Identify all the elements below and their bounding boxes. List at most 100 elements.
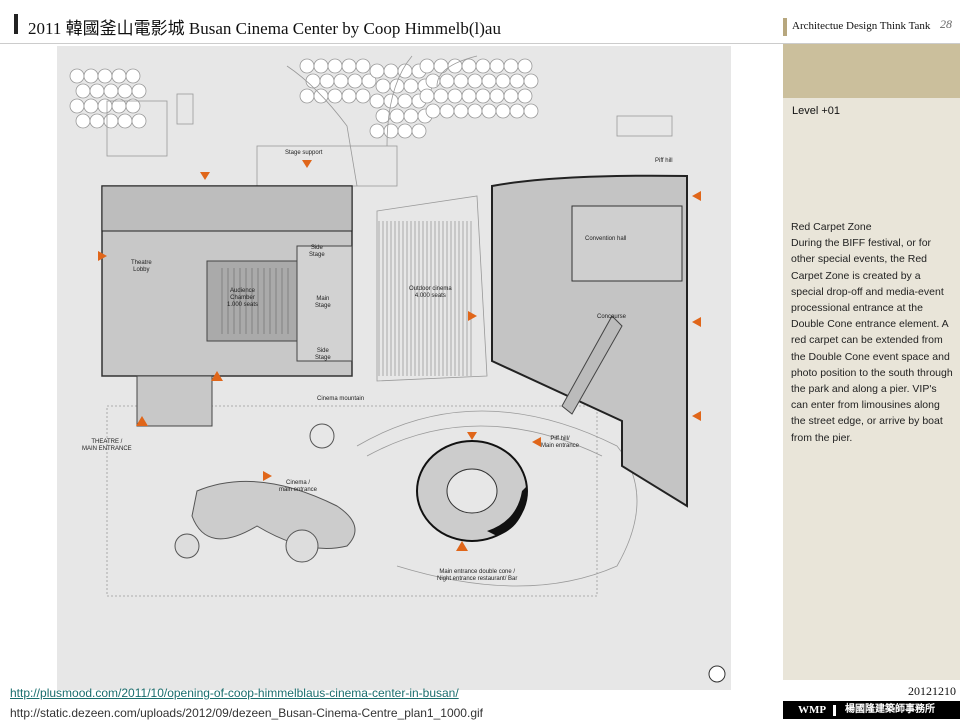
tree xyxy=(475,58,491,74)
tree xyxy=(389,108,405,124)
tree xyxy=(467,103,483,119)
tree xyxy=(333,73,349,89)
label-stage-support: Stage support xyxy=(285,150,323,156)
tree xyxy=(397,123,413,139)
tree xyxy=(83,98,99,114)
tree xyxy=(509,73,525,89)
org-short: WMP xyxy=(798,704,827,716)
tree xyxy=(375,78,391,94)
tree xyxy=(341,88,357,104)
tree xyxy=(355,58,371,74)
tree xyxy=(453,103,469,119)
tree xyxy=(103,113,119,129)
tree xyxy=(489,58,505,74)
entrance-arrow-icon xyxy=(692,317,701,327)
tree xyxy=(131,83,147,99)
tree xyxy=(475,88,491,104)
description-body: During the BIFF festival, or for other s… xyxy=(791,237,953,444)
label-double-cone: Main entrance double cone / Night entran… xyxy=(437,569,518,582)
tree xyxy=(495,73,511,89)
entrance-arrow-icon xyxy=(136,416,148,426)
tree xyxy=(131,113,147,129)
tree xyxy=(509,103,525,119)
source-link-dezeen: http://static.dezeen.com/uploads/2012/09… xyxy=(10,706,483,720)
footer-bar: WMP 楊國隆建築師事務所 xyxy=(783,701,960,719)
label-side-stage-top: Side Stage xyxy=(309,245,325,258)
trees xyxy=(69,58,539,139)
tree xyxy=(517,58,533,74)
tree xyxy=(523,73,539,89)
tree xyxy=(425,103,441,119)
tree xyxy=(489,88,505,104)
tree xyxy=(327,88,343,104)
tree xyxy=(523,103,539,119)
tree xyxy=(327,58,343,74)
tree xyxy=(433,58,449,74)
tree xyxy=(419,88,435,104)
tree xyxy=(89,113,105,129)
tree xyxy=(299,58,315,74)
tree xyxy=(467,73,483,89)
entrance-arrow-icon xyxy=(467,432,477,440)
tree xyxy=(117,83,133,99)
level-label: Level +01 xyxy=(792,105,841,117)
label-cinema-mountain: Cinema mountain xyxy=(317,396,365,402)
entrance-arrow-icon xyxy=(200,172,210,180)
tree xyxy=(517,88,533,104)
tree xyxy=(83,68,99,84)
tree xyxy=(369,63,385,79)
tree xyxy=(125,68,141,84)
tree xyxy=(111,68,127,84)
brand-accent-bar xyxy=(783,18,787,36)
footer-separator xyxy=(833,705,836,716)
source-link-plusmood[interactable]: http://plusmood.com/2011/10/opening-of-c… xyxy=(10,686,459,700)
tree xyxy=(403,108,419,124)
floor-plan-image: Stage support Theatre Lobby Audience Cha… xyxy=(57,46,731,690)
tree xyxy=(447,88,463,104)
tree xyxy=(419,58,435,74)
tree xyxy=(313,58,329,74)
tree xyxy=(89,83,105,99)
tree xyxy=(97,68,113,84)
tree xyxy=(397,93,413,109)
slide-title: 2011 韓國釜山電影城 Busan Cinema Center by Coop… xyxy=(28,19,501,38)
brand-label: Architectue Design Think Tank xyxy=(792,20,931,32)
label-piff-hill: Piff hill xyxy=(655,158,673,164)
entrance-arrow-icon xyxy=(263,471,272,481)
entrance-arrow-icon xyxy=(456,541,468,551)
tree xyxy=(461,58,477,74)
tree xyxy=(361,73,377,89)
entrance-arrow-icon xyxy=(692,411,701,421)
tree xyxy=(305,73,321,89)
tree xyxy=(103,83,119,99)
tree xyxy=(347,73,363,89)
tree xyxy=(503,88,519,104)
entrance-arrow-icon xyxy=(302,160,312,168)
tree xyxy=(383,63,399,79)
cinema-mountain-pavilion xyxy=(191,480,356,549)
tree xyxy=(481,73,497,89)
tree xyxy=(341,58,357,74)
entrance-arrow-icon xyxy=(98,251,107,261)
side-panel-header xyxy=(783,44,960,98)
label-piff-entrance: Piff hill/ Main entrance xyxy=(541,436,580,449)
date-label: 20121210 xyxy=(908,684,956,698)
label-convention-hall: Convention hall xyxy=(585,236,627,242)
tree xyxy=(383,123,399,139)
label-side-stage-bottom: Side Stage xyxy=(315,348,331,361)
description-heading: Red Carpet Zone xyxy=(791,221,872,233)
tree xyxy=(75,83,91,99)
entrance-arrow-icon xyxy=(532,437,541,447)
entrance-arrow-icon xyxy=(692,191,701,201)
tree xyxy=(75,113,91,129)
org-name: 楊國隆建築師事務所 xyxy=(845,704,935,715)
tree xyxy=(503,58,519,74)
label-main-stage: Main Stage xyxy=(315,296,331,309)
tree xyxy=(299,88,315,104)
tree xyxy=(461,88,477,104)
header-divider xyxy=(0,43,960,44)
entrance-arrow-icon xyxy=(211,371,223,381)
label-concourse: Concourse xyxy=(597,314,627,320)
tree xyxy=(355,88,371,104)
description: Red Carpet Zone During the BIFF festival… xyxy=(791,219,955,446)
